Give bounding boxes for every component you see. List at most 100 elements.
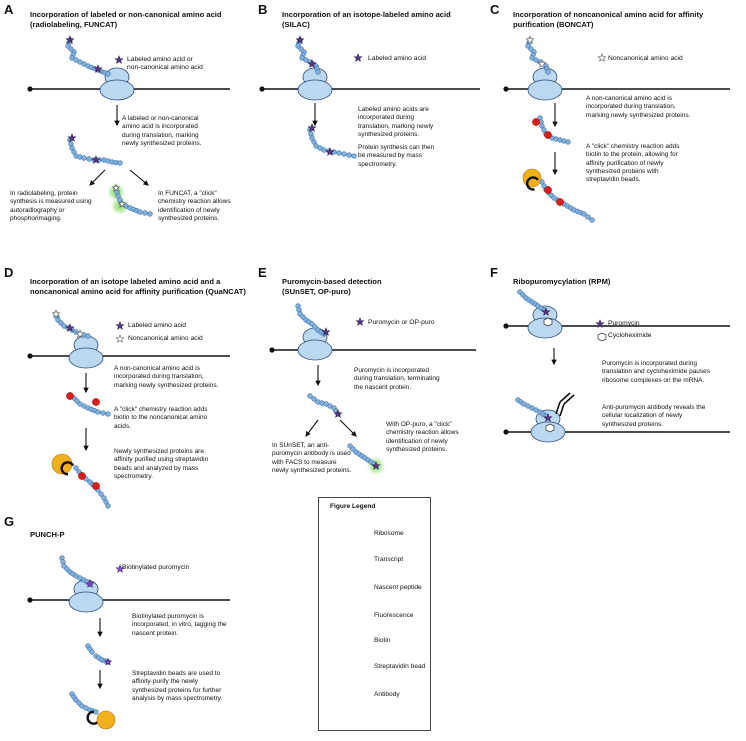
- panel-c-key: Noncanonical amino acid: [608, 55, 683, 62]
- panel-e-text-1: Puromycin is incorporated during transla…: [354, 367, 440, 391]
- panel-e-text-right: With OP-puro, a "click" chemistry reacti…: [386, 421, 459, 453]
- peptide-bead: [311, 396, 317, 402]
- peptide-bead: [585, 214, 591, 220]
- panel-label-e: E: [258, 265, 267, 280]
- panel-e-key: Puromycin or OP-puro: [368, 319, 435, 326]
- panel-label-c: C: [490, 2, 500, 17]
- peptide-bead: [565, 139, 571, 145]
- legend-star-d1: [115, 321, 125, 330]
- panel-e-text-left: In SUnSET, an anti- puromycin antibody i…: [272, 442, 352, 474]
- peptide-bead: [307, 393, 313, 399]
- legend-item-ribosome: Ribosome: [374, 530, 404, 537]
- noncanonical-amino-acid-star: [525, 35, 535, 44]
- panel-f-title: Ribopuromycylation (RPM): [513, 277, 611, 286]
- panel-label-d: D: [4, 265, 14, 280]
- legend-star-b: [353, 53, 363, 62]
- panel-a-text-left: In radiolabeling, protein synthesis is m…: [10, 190, 92, 222]
- panel-d-text-3: Newly synthesized proteins are affinity …: [114, 448, 209, 480]
- figure-legend-title: Figure Legend: [330, 503, 376, 510]
- peptide-bead: [351, 153, 357, 159]
- cycloheximide: [545, 423, 555, 433]
- panel-d-key-1: Labeled amino acid: [128, 322, 186, 329]
- labeled-amino-acid-star: [65, 35, 75, 44]
- labeled-amino-acid-star: [91, 155, 101, 164]
- ribosome-large-subunit: [297, 339, 333, 361]
- peptide-bead: [93, 709, 99, 715]
- peptide-bead: [137, 209, 143, 215]
- labeled-amino-acid-star: [325, 147, 335, 156]
- legend-item-biotin: Biotin: [374, 637, 391, 644]
- peptide-bead: [85, 333, 91, 339]
- biotinylated-puromycin-star: [103, 657, 113, 666]
- fluorescent-star: [117, 199, 127, 208]
- transcript-cap: [503, 323, 509, 329]
- transcript-cap: [27, 597, 33, 603]
- fluorescent-star: [111, 183, 121, 192]
- peptide-bead: [346, 152, 352, 158]
- legend-item-nascent-peptide: Nascent peptide: [374, 584, 422, 591]
- peptide-bead: [117, 160, 123, 166]
- labeled-amino-acid-star: [307, 59, 317, 68]
- panel-f-key-2: Cycloheximide: [608, 332, 652, 339]
- panel-a-title: Incorporation of labeled or non-canonica…: [30, 10, 222, 29]
- labeled-amino-acid-star: [371, 461, 381, 470]
- labeled-amino-acid-star: [321, 327, 331, 336]
- panel-f-key-1: Puromycin: [608, 320, 640, 327]
- panel-b-key: Labeled amino acid: [368, 55, 426, 62]
- legend-item-transcript: Transcript: [374, 556, 404, 563]
- legend-item-streptavidin-bead: Streptavidin bead: [374, 663, 426, 670]
- biotin: [92, 482, 100, 490]
- legend-cycloheximide-hex: [597, 332, 607, 342]
- peptide-bead: [98, 491, 104, 497]
- panel-d-title: Incorporation of an isotope labeled amin…: [30, 277, 246, 296]
- labeled-amino-acid-star: [307, 123, 317, 132]
- labeled-amino-acid-star: [543, 413, 553, 422]
- transcript-cap: [27, 86, 33, 92]
- ribosome-large-subunit: [527, 79, 563, 101]
- panel-c-text-2: A "click" chemistry reaction adds biotin…: [586, 143, 680, 184]
- ribosome-large-subunit: [527, 317, 563, 339]
- peptide-bead: [321, 147, 327, 153]
- panel-d-text-1: A non-canonical amino acid is incorporat…: [114, 365, 219, 389]
- legend-star-e: [355, 317, 365, 326]
- panel-g-text-2: Streptavidin beads are used to affinity-…: [132, 670, 223, 702]
- noncanonical-amino-acid-star: [75, 329, 85, 338]
- transcript-cap: [503, 86, 509, 92]
- panel-label-g: G: [4, 514, 15, 529]
- ribosome-large-subunit: [68, 347, 104, 369]
- transcript-cap: [269, 347, 275, 353]
- antibody: [555, 392, 575, 417]
- streptavidin-bead: [96, 710, 116, 730]
- panel-d-text-2: A "click" chemistry reaction adds biotin…: [114, 406, 208, 430]
- biotinylated-puromycin-star: [85, 579, 95, 588]
- labeled-amino-acid-star: [295, 35, 305, 44]
- biotin: [532, 118, 540, 126]
- panel-f-text-2: Anti-puromycin antibody reveals the cell…: [602, 404, 706, 428]
- panel-d-key-2: Noncanonical amino acid: [128, 335, 203, 342]
- panel-c-title: Incorporation of noncanonical amino acid…: [513, 10, 704, 29]
- biotin: [544, 131, 552, 139]
- panel-b-text-1: Labeled amino acids are incorporated dur…: [358, 106, 434, 138]
- panel-g-key: Biotinylated puromycin: [122, 564, 190, 571]
- peptide-bead: [545, 69, 551, 75]
- process-arrow: [129, 169, 149, 186]
- peptide-bead: [341, 151, 347, 157]
- peptide-bead: [81, 155, 87, 161]
- biotin: [544, 186, 552, 194]
- streptavidin-binding-claw: [60, 461, 75, 476]
- biotin: [78, 472, 86, 480]
- diagram-artwork: [27, 35, 730, 730]
- transcript-cap: [27, 353, 33, 359]
- ribosome-large-subunit: [297, 79, 333, 101]
- process-arrow: [339, 419, 357, 437]
- labeled-amino-acid-star: [93, 64, 103, 73]
- panel-a-text-1: A labeled or non-canonical amino acid is…: [122, 115, 202, 147]
- transcript-cap: [259, 86, 265, 92]
- panel-b-text-2: Protein synthesis can then be measured b…: [358, 144, 435, 168]
- panel-c-text-1: A non-canonical amino acid is incorporat…: [586, 95, 691, 119]
- labeled-amino-acid-star: [541, 307, 551, 316]
- biotin: [556, 198, 564, 206]
- noncanonical-amino-acid-star: [537, 59, 547, 68]
- legend-star-d2: [115, 334, 125, 343]
